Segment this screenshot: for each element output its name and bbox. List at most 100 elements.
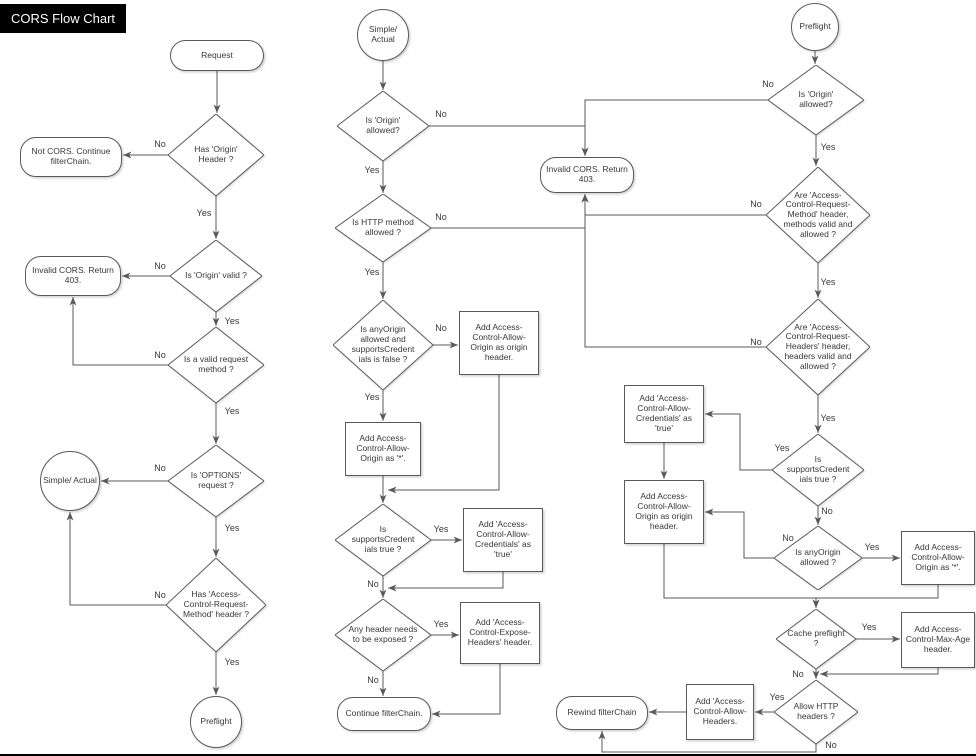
- node-label: Is supportsCredent ials true ?: [351, 524, 415, 554]
- node-label: Not CORS. Continue filterChain.: [31, 146, 111, 166]
- node-label: Request: [201, 49, 233, 60]
- node-label: Are 'Access-Control-Request-Method' head…: [783, 189, 853, 239]
- edge-label-yes-30: Yes: [861, 622, 877, 632]
- node-label: Add Access-Control-Allow-Origin as origi…: [635, 491, 693, 531]
- diamond-shape: [166, 558, 266, 652]
- node-preflight-left: Preflight: [190, 696, 242, 748]
- diamond-shape: [168, 114, 264, 196]
- edge-label-no-8: No: [154, 590, 166, 600]
- node-label: Is 'Origin' valid ?: [185, 270, 247, 281]
- edge-origin-allowed-right-no: [581, 99, 768, 156]
- node-label: Allow HTTP headers ?: [793, 701, 839, 721]
- edge-allow-origin-header-mid-out: [388, 375, 500, 494]
- node-label: Is anyOrigin allowed and supportsCredent…: [351, 324, 415, 364]
- edge-allow-origin-star-right-out: [812, 585, 939, 608]
- node-label: Is 'Origin' allowed?: [798, 89, 834, 109]
- diamond-shape: [774, 526, 862, 590]
- node-label: Is anyOrigin allowed ?: [795, 547, 841, 567]
- edge-label-yes-29: Yes: [864, 542, 880, 552]
- node-allow-http-headers: Allow HTTP headers ?: [774, 680, 858, 744]
- node-label: Simple/ Actual: [368, 24, 398, 44]
- edge-origin-allowed-mid-no: [429, 125, 589, 156]
- edge-label-yes-26: Yes: [774, 443, 790, 453]
- edge-label-no-27: No: [821, 506, 833, 516]
- edge-label-yes-7: Yes: [224, 523, 240, 533]
- node-allow-origin-header-right: Add Access-Control-Allow-Origin as origi…: [624, 480, 704, 544]
- node-invalid-cors-mid: Invalid CORS. Return 403.: [540, 157, 634, 193]
- node-request: Request: [170, 40, 264, 71]
- node-anyorigin-allowed: Is anyOrigin allowed ?: [774, 526, 862, 590]
- edge-label-no-31: No: [792, 669, 804, 679]
- edge-label-yes-21: Yes: [820, 142, 836, 152]
- node-label: Is 'OPTIONS' request ?: [190, 470, 242, 490]
- diagram-title: CORS Flow Chart: [0, 4, 127, 33]
- node-label: Continue filterChain.: [345, 708, 423, 719]
- edge-label-no-12: No: [435, 212, 447, 222]
- edge-label-yes-15: Yes: [364, 392, 380, 402]
- diamond-shape: [774, 680, 858, 744]
- node-label: Add Access-Control-Allow-Origin as '*'.: [911, 542, 965, 572]
- edge-label-no-20: No: [762, 79, 774, 89]
- node-origin-valid: Is 'Origin' valid ?: [170, 240, 262, 312]
- edge-label-no-10: No: [435, 109, 447, 119]
- node-label: Simple/ Actual: [43, 475, 97, 486]
- node-has-origin-header: Has 'Origin' Header ?: [168, 114, 264, 196]
- node-rewind-filterchain: Rewind filterChain: [556, 696, 648, 730]
- edge-label-yes-9: Yes: [224, 657, 240, 667]
- edge-acr-method-no: [581, 194, 766, 216]
- node-label: Are 'Access-Control-Request-Headers' hea…: [784, 321, 852, 371]
- edge-label-yes-3: Yes: [224, 316, 240, 326]
- edge-label-no-2: No: [154, 261, 166, 271]
- edge-label-yes-1: Yes: [196, 208, 212, 218]
- node-label: Cache preflight ?: [787, 628, 845, 648]
- node-not-cors: Not CORS. Continue filterChain.: [20, 137, 122, 177]
- node-allow-credentials-mid: Add 'Access-Control-Allow-Credentials' a…: [463, 508, 543, 572]
- node-acr-headers: Are 'Access-Control-Request-Headers' hea…: [766, 299, 870, 395]
- node-expose-headers: Add 'Access-Control-Expose-Headers' head…: [460, 602, 540, 664]
- diamond-shape: [776, 609, 856, 669]
- node-origin-allowed-right: Is 'Origin' allowed?: [768, 65, 864, 135]
- diamond-shape: [333, 300, 433, 390]
- edge-label-yes-23: Yes: [820, 277, 836, 287]
- node-label: Invalid CORS. Return 403.: [546, 164, 628, 184]
- diamond-shape: [168, 327, 264, 403]
- edge-label-yes-25: Yes: [820, 413, 836, 423]
- node-label: Rewind filterChain: [567, 707, 637, 718]
- node-label: Is a valid request method ?: [183, 354, 249, 374]
- node-label: Is HTTP method allowed ?: [352, 217, 414, 237]
- edge-max-age-out: [820, 668, 939, 678]
- node-label: Any header needs to be exposed ?: [348, 624, 418, 644]
- edge-anyorigin-right-no: [705, 508, 774, 559]
- edge-valid-method-no: [69, 297, 168, 366]
- node-supports-cred-right: Is supportsCredent ials true ?: [772, 434, 864, 506]
- node-options-request: Is 'OPTIONS' request ?: [168, 445, 264, 517]
- node-continue-filterchain: Continue filterChain.: [337, 697, 431, 731]
- diamond-shape: [335, 194, 431, 262]
- node-max-age: Add Access-Control-Max-Age header.: [901, 612, 975, 668]
- diamond-shape: [768, 65, 864, 135]
- node-cache-preflight: Cache preflight ?: [776, 609, 856, 669]
- edge-supports-cred-right-yes: [705, 410, 772, 471]
- edge-label-no-14: No: [435, 323, 447, 333]
- edge-has-acrm-no: [66, 512, 166, 606]
- node-http-method-allowed: Is HTTP method allowed ?: [335, 194, 431, 262]
- node-anyorigin-supports: Is anyOrigin allowed and supportsCredent…: [333, 300, 433, 390]
- node-valid-method: Is a valid request method ?: [168, 327, 264, 403]
- node-label: Preflight: [799, 21, 831, 32]
- node-allow-credentials-right: Add 'Access-Control-Allow-Credentials' a…: [624, 385, 704, 443]
- edge-http-method-no: [431, 194, 589, 229]
- edge-label-yes-13: Yes: [364, 267, 380, 277]
- edge-label-no-24: No: [750, 337, 762, 347]
- node-label: Add 'Access-Control-Allow-Headers.: [693, 696, 747, 726]
- node-has-acrm-header: Has 'Access-Control-Request-Method' head…: [166, 558, 266, 652]
- node-label: Has 'Origin' Header ?: [194, 144, 238, 164]
- diamond-shape: [772, 434, 864, 506]
- diamond-shape: [766, 167, 870, 263]
- edge-label-yes-18: Yes: [433, 619, 449, 629]
- node-allow-headers: Add 'Access-Control-Allow-Headers.: [686, 684, 754, 740]
- node-invalid-cors-left: Invalid CORS. Return 403.: [25, 256, 121, 296]
- edge-label-yes-5: Yes: [224, 406, 240, 416]
- node-label: Add Access-Control-Max-Age header.: [905, 624, 971, 654]
- edge-allow-http-headers-no: [598, 731, 817, 753]
